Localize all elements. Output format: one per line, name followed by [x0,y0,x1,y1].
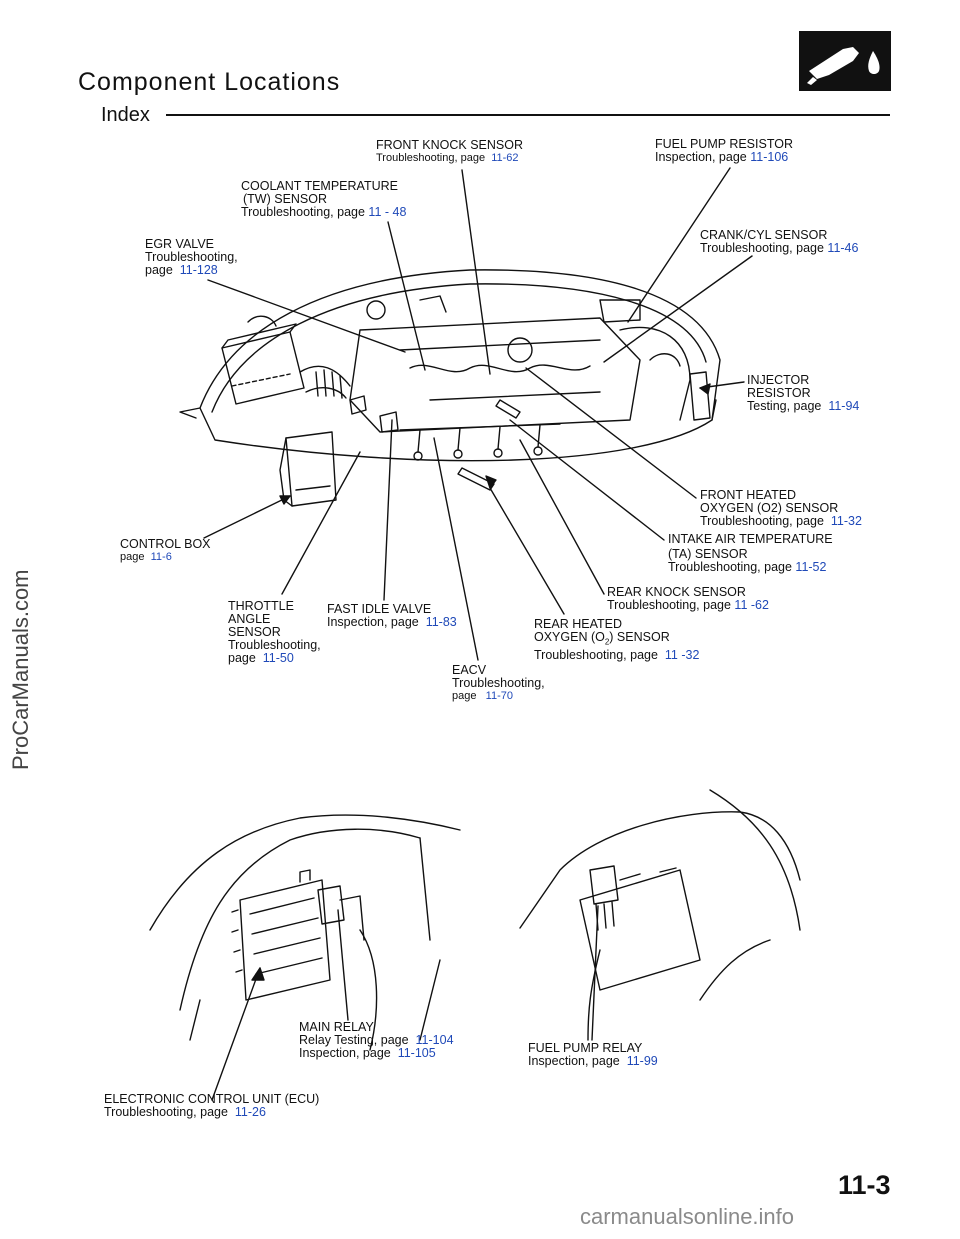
label-name: ELECTRONIC CONTROL UNIT (ECU) [104,1092,320,1106]
label-injector-resistor: INJECTOR RESISTOR Testing, page 11-94 [747,374,859,413]
label-main-relay: MAIN RELAY Relay Testing, page 11-104 In… [299,1021,454,1060]
page-link[interactable]: 11-83 [425,615,457,629]
page-link[interactable]: 11-52 [795,560,827,574]
page-link[interactable]: 11-94 [828,399,860,413]
page-link[interactable]: 11-6 [150,551,172,563]
label-desc: Troubleshooting, page [607,598,731,612]
label-desc: Inspection, page [327,615,419,629]
label-electronic-control-unit: ELECTRONIC CONTROL UNIT (ECU) Troublesho… [104,1093,319,1119]
label-desc: Troubleshooting, page [534,647,658,662]
label-egr-valve: EGR VALVE Troubleshooting, page 11-128 [145,238,238,277]
label-desc: page [145,263,173,277]
label-line: (TA) SENSOR [668,547,748,561]
page-link[interactable]: 11 -62 [734,598,769,612]
label-throttle-angle-sensor: THROTTLE ANGLE SENSOR Troubleshooting, p… [228,600,321,665]
label-desc: Inspection, page [299,1046,391,1060]
label-fast-idle-valve: FAST IDLE VALVE Inspection, page 11-83 [327,603,457,629]
page-link[interactable]: 11-46 [827,241,859,255]
label-desc: Troubleshooting, page [700,241,824,255]
label-rear-knock-sensor: REAR KNOCK SENSOR Troubleshooting, page … [607,586,769,612]
label-line: (TW) SENSOR [243,192,328,206]
label-line: OXYGEN (O2) SENSOR [700,501,839,515]
label-name: EGR VALVE [145,237,215,251]
section-subtitle: Index [101,104,150,126]
label-line: ANGLE [228,612,271,626]
label-name: EACV [452,663,487,677]
label-fuel-pump-relay: FUEL PUMP RELAY Inspection, page 11-99 [528,1042,658,1068]
page-number: 11-3 [838,1170,891,1200]
page-link[interactable]: 11-106 [750,150,789,164]
label-desc: Troubleshooting, page [104,1105,228,1119]
label-line: INJECTOR [747,373,810,387]
label-desc: Inspection, page [528,1054,620,1068]
label-line: ) SENSOR [609,630,670,644]
label-subscript: 2 [604,637,610,647]
label-desc: Troubleshooting, page [700,514,824,528]
label-line: INTAKE AIR TEMPERATURE [668,532,833,546]
label-desc: Inspection, page [655,150,747,164]
page-link[interactable]: 11-105 [397,1046,436,1060]
label-desc: Troubleshooting, page [668,560,792,574]
label-front-knock-sensor: FRONT KNOCK SENSOR Troubleshooting, page… [376,139,523,165]
label-desc: Troubleshooting, page [241,205,365,219]
label-name: CRANK/CYL SENSOR [700,228,828,242]
label-desc: Troubleshooting, [452,676,545,690]
header-rule [166,114,890,116]
label-fuel-pump-resistor: FUEL PUMP RESISTOR Inspection, page 11-1… [655,138,793,164]
label-line: THROTTLE [228,599,294,613]
label-front-heated-oxygen-sensor: FRONT HEATED OXYGEN (O2) SENSOR Troubles… [700,489,862,528]
page-link[interactable]: 11-104 [415,1033,454,1047]
label-name: REAR KNOCK SENSOR [607,585,746,599]
fuel-nozzle-icon [799,31,891,91]
page-link[interactable]: 11-128 [179,263,218,277]
label-line: RESISTOR [747,386,811,400]
label-eacv: EACV Troubleshooting, page 11-70 [452,664,545,703]
label-name: CONTROL BOX [120,537,211,551]
page-link[interactable]: 11-50 [262,651,294,665]
label-line: SENSOR [228,625,281,639]
label-crank-cyl-sensor: CRANK/CYL SENSOR Troubleshooting, page 1… [700,229,858,255]
page-link[interactable]: 11 - 48 [368,205,407,219]
label-coolant-temperature-sensor: COOLANT TEMPERATURE (TW) SENSOR Troubles… [241,180,406,219]
label-desc: Relay Testing, page [299,1033,409,1047]
label-rear-heated-oxygen-sensor: REAR HEATED OXYGEN (O2) SENSOR Troublesh… [534,618,699,662]
label-line: REAR HEATED [534,617,622,631]
label-name: MAIN RELAY [299,1020,374,1034]
page-link[interactable]: 11 -32 [664,647,700,662]
page-link[interactable]: 11-62 [491,152,519,164]
label-desc: Troubleshooting, page [376,152,486,164]
page-title: Component Locations [78,68,341,96]
label-line: OXYGEN (O [534,630,605,644]
page-link[interactable]: 11-70 [485,690,513,702]
label-line: FRONT HEATED [700,488,797,502]
bottom-watermark: carmanualsonline.info [580,1204,795,1229]
label-name: FUEL PUMP RELAY [528,1041,643,1055]
page-link[interactable]: 11-26 [234,1105,266,1119]
label-control-box: CONTROL BOX page 11-6 [120,538,211,564]
label-desc: Troubleshooting, [228,638,321,652]
label-desc: page [120,551,145,563]
page-link[interactable]: 11-32 [830,514,862,528]
page-link[interactable]: 11-99 [626,1054,658,1068]
label-desc: page [452,690,477,702]
label-desc: Testing, page [747,399,822,413]
label-desc: page [228,651,256,665]
label-name: FRONT KNOCK SENSOR [376,138,524,152]
label-desc: Troubleshooting, [145,250,238,264]
label-name: FUEL PUMP RESISTOR [655,137,793,151]
label-line: COOLANT TEMPERATURE [241,179,398,193]
label-intake-air-temperature-sensor: INTAKE AIR TEMPERATURE (TA) SENSOR Troub… [668,533,833,574]
label-name: FAST IDLE VALVE [327,602,432,616]
